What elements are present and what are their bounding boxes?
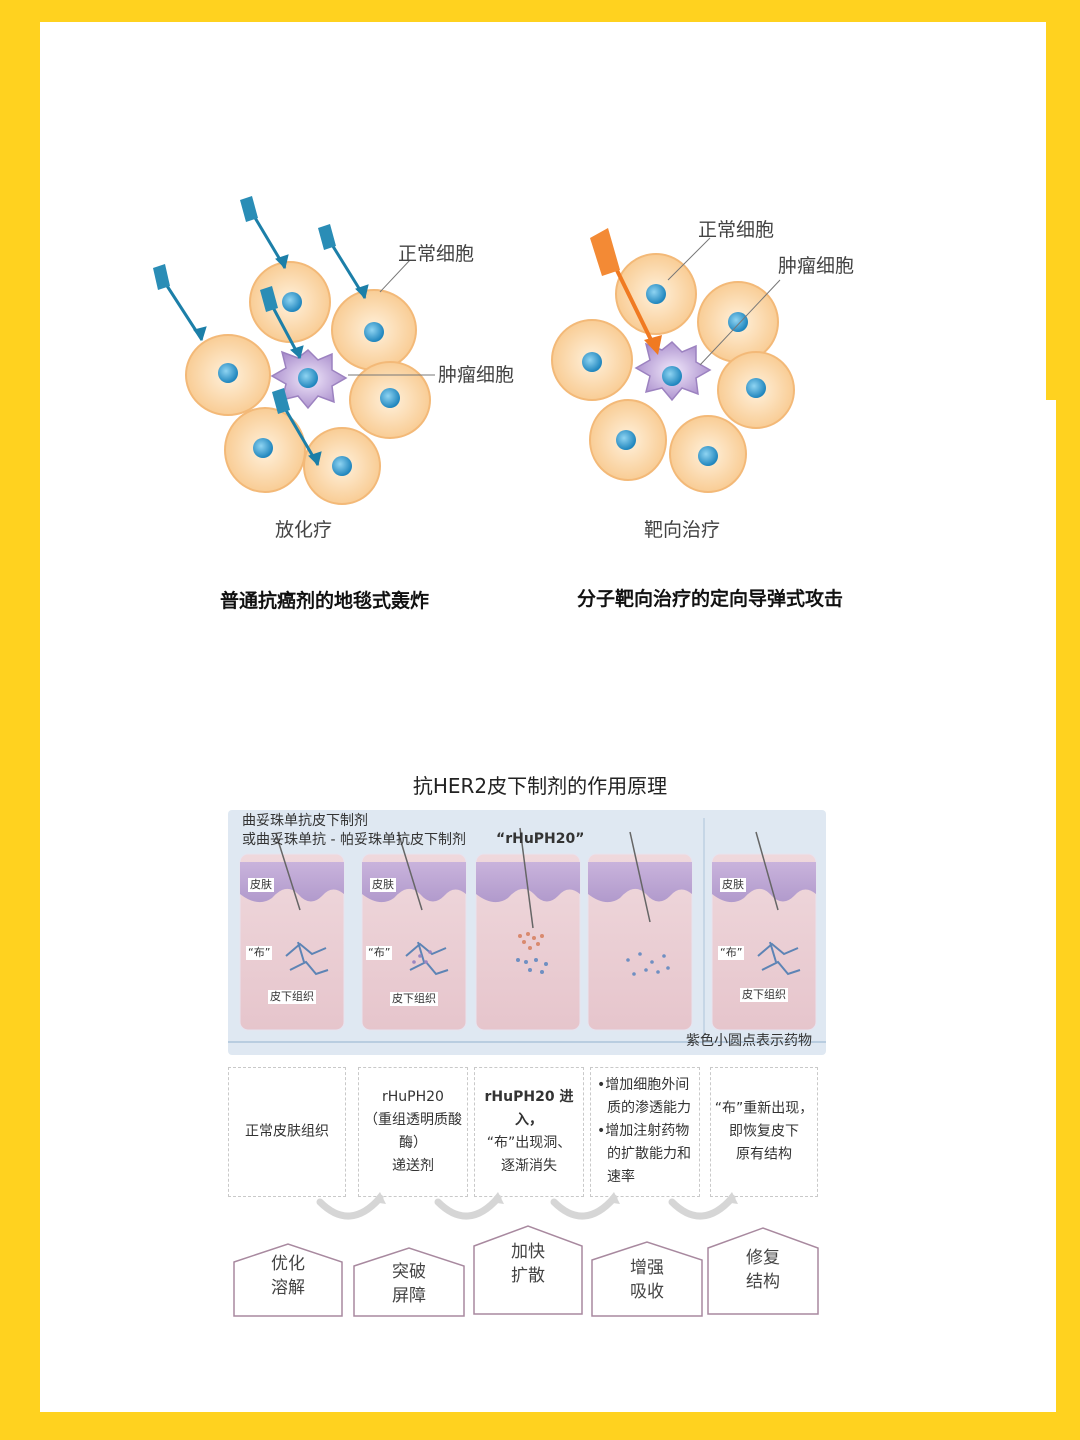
effect-text: 修复: [704, 1246, 822, 1270]
effect-text: 加快: [470, 1240, 586, 1264]
step-text: 递送剂: [359, 1155, 467, 1178]
panel-4: [588, 832, 692, 1030]
effect-text: 屏障: [350, 1284, 468, 1308]
step-box-1: 正常皮肤组织: [228, 1067, 346, 1197]
legend-note: 紫色小圆点表示药物: [686, 1032, 812, 1050]
effect-text: 结构: [704, 1270, 822, 1294]
caption-left: 普通抗癌剂的地毯式轰炸: [220, 586, 429, 613]
step-text: 速率: [607, 1169, 635, 1185]
method-label: 靶向治疗: [644, 519, 720, 541]
effect-text: 扩散: [470, 1264, 586, 1288]
step-text: rHuPH20 进入，: [475, 1086, 583, 1132]
subq-label: 皮下组织: [740, 988, 788, 1002]
step-text: 增加注射药物: [605, 1123, 689, 1139]
effect-text: 增强: [588, 1256, 706, 1280]
sheet-edge: [1046, 400, 1056, 1412]
normal-cell-label: 正常细胞: [398, 243, 474, 265]
tumor-cell-label: 肿瘤细胞: [778, 255, 854, 277]
drug-label-line1: 曲妥珠单抗皮下制剂: [242, 812, 368, 830]
effect-text: 吸收: [588, 1280, 706, 1304]
effect-text: 突破: [350, 1260, 468, 1284]
step-text: 逐渐消失: [475, 1155, 583, 1178]
caption-right: 分子靶向治疗的定向导弹式攻击: [577, 584, 843, 611]
normal-cell: [698, 282, 778, 362]
step-text: 正常皮肤组织: [229, 1121, 345, 1144]
step-text: “布”出现洞、: [475, 1132, 583, 1155]
normal-cell: [304, 428, 380, 504]
effect-house-2: 突破屏障: [350, 1246, 468, 1318]
normal-cell: [552, 320, 632, 400]
normal-cell: [332, 290, 416, 370]
cloth-label: “布”: [366, 946, 392, 960]
step-box-4: •增加细胞外间 质的渗透能力 •增加注射药物 的扩散能力和 速率: [590, 1067, 700, 1197]
step-text: 即恢复皮下: [711, 1121, 817, 1144]
tumor-cell-label: 肿瘤细胞: [438, 364, 514, 386]
subq-label: 皮下组织: [390, 992, 438, 1006]
step-box-2: rHuPH20 （重组透明质酸酶） 递送剂: [358, 1067, 468, 1197]
step-text: “布”重新出现，: [711, 1098, 817, 1121]
step-text: 质的渗透能力: [607, 1100, 691, 1116]
therapy-comparison-figure: 正常细胞 肿瘤细胞 放化疗 正常细胞 肿瘤细胞 靶向治疗: [120, 190, 890, 555]
cloth-label: “布”: [718, 946, 744, 960]
normal-cell: [350, 362, 430, 438]
normal-cell: [186, 335, 270, 415]
sheet-edge: [40, 1030, 50, 1040]
step-text: （重组透明质酸酶）: [359, 1109, 467, 1155]
normal-cell: [250, 262, 330, 342]
step-text: 原有结构: [711, 1144, 817, 1167]
normal-cell: [590, 400, 666, 480]
mechanism-panels: 曲妥珠单抗皮下制剂 或曲妥珠单抗 - 帕妥珠单抗皮下制剂 “rHuPH20” 皮…: [228, 810, 826, 1055]
normal-cell: [718, 352, 794, 428]
skin-label: 皮肤: [720, 878, 746, 892]
step-box-3: rHuPH20 进入， “布”出现洞、 逐渐消失: [474, 1067, 584, 1197]
effect-house-1: 优化溶解: [230, 1242, 346, 1318]
skin-label: 皮肤: [248, 878, 274, 892]
effect-text: 溶解: [230, 1276, 346, 1300]
effect-house-4: 增强吸收: [588, 1240, 706, 1318]
effect-house-5: 修复结构: [704, 1226, 822, 1316]
panel-3: [476, 828, 580, 1030]
drug-label-line2: 或曲妥珠单抗 - 帕妥珠单抗皮下制剂: [242, 831, 466, 849]
enzyme-label: “rHuPH20”: [496, 830, 584, 848]
cloth-label: “布”: [246, 946, 272, 960]
effect-house-3: 加快扩散: [470, 1224, 586, 1316]
skin-label: 皮肤: [370, 878, 396, 892]
normal-cell-label: 正常细胞: [698, 219, 774, 241]
method-label: 放化疗: [275, 519, 332, 541]
step-box-5: “布”重新出现， 即恢复皮下 原有结构: [710, 1067, 818, 1197]
normal-cell: [670, 416, 746, 492]
step-text: rHuPH20: [359, 1086, 467, 1109]
mechanism-title: 抗HER2皮下制剂的作用原理: [0, 770, 1080, 799]
connector-arcs: [220, 1188, 840, 1228]
step-text: 的扩散能力和: [607, 1146, 691, 1162]
subq-label: 皮下组织: [268, 990, 316, 1004]
effect-text: 优化: [230, 1252, 346, 1276]
step-text: 增加细胞外间: [605, 1077, 689, 1093]
